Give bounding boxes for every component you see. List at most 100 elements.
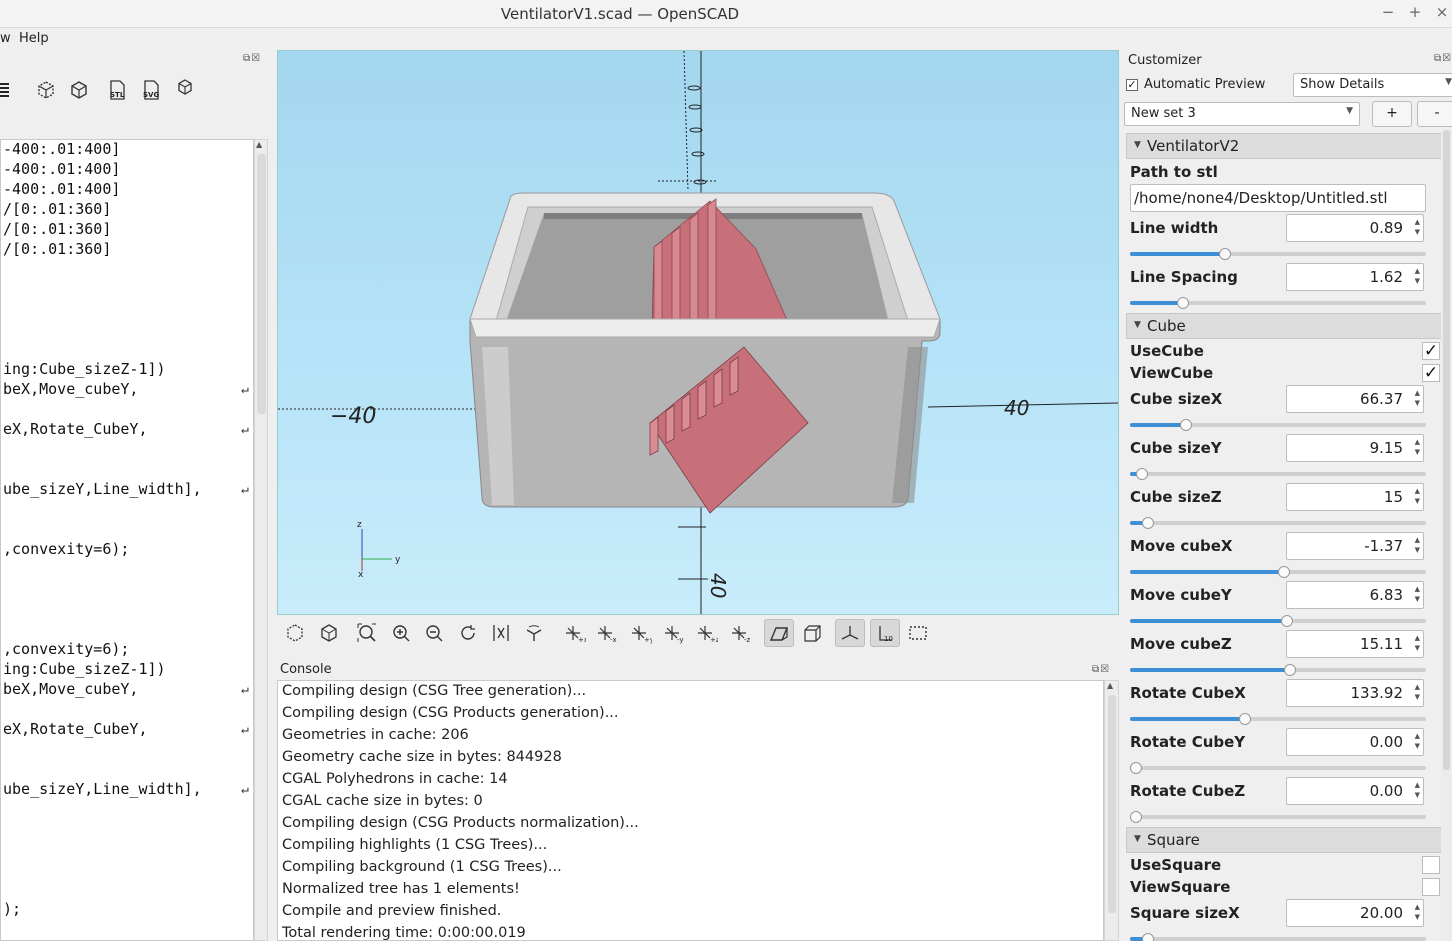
editor-scroll-thumb[interactable] [257,154,266,414]
code-line[interactable]: ing:Cube_sizeZ-1]) [3,360,166,378]
code-line[interactable]: ube_sizeY,Line_width], [3,480,202,498]
auto-preview-checkbox[interactable]: ✓ [1126,78,1138,91]
render-icon[interactable] [317,621,341,645]
rotate-cube-x-slider[interactable] [1130,713,1426,725]
spin-arrows-icon[interactable]: ▲▼ [1414,438,1420,456]
group-cube[interactable]: ▼ Cube [1126,313,1442,339]
slider-handle[interactable] [1141,517,1154,529]
show-axes-icon[interactable] [835,619,865,647]
move-cube-z-slider[interactable] [1130,664,1426,676]
customizer-scroll-thumb[interactable] [1443,130,1450,770]
view-top-icon[interactable]: +z [695,621,719,645]
use-square-checkbox[interactable] [1422,856,1440,874]
spin-arrows-icon[interactable]: ▲▼ [1414,585,1420,603]
code-line[interactable]: /[0:.01:360] [3,200,112,218]
code-line[interactable]: -400:.01:400] [3,180,121,198]
code-line[interactable]: /[0:.01:360] [3,220,112,238]
slider-handle[interactable] [1129,811,1142,823]
line-spacing-spinbox[interactable]: 1.62▲▼ [1286,263,1424,291]
console-dock-icon[interactable]: ⧉☒ [1092,664,1111,675]
show-edges-icon[interactable] [906,621,930,645]
move-cube-x-spinbox[interactable]: -1.37▲▼ [1286,532,1424,560]
maximize-button[interactable]: + [1408,3,1422,21]
editor-scrollbar[interactable]: ▲ [254,139,268,941]
slider-handle[interactable] [1135,468,1148,480]
move-cube-y-spinbox[interactable]: 6.83▲▼ [1286,581,1424,609]
code-line[interactable]: eX,Rotate_CubeY, [3,420,148,438]
code-line[interactable]: ,convexity=6); [3,640,130,658]
use-cube-checkbox[interactable]: ✓ [1422,341,1440,361]
line-spacing-slider[interactable] [1130,297,1426,309]
move-cube-z-spinbox[interactable]: 15.11▲▼ [1286,630,1424,658]
view-right-icon[interactable]: +x [563,621,587,645]
zoom-out-icon[interactable] [422,621,446,645]
spin-arrows-icon[interactable]: ▲▼ [1414,683,1420,701]
cube-size-z-slider[interactable] [1130,517,1426,529]
console-scrollbar[interactable]: ▲ [1104,680,1119,941]
slider-handle[interactable] [1283,664,1296,676]
rotate-cube-y-slider[interactable] [1129,762,1426,774]
3d-viewport[interactable]: −40 40 40 [277,50,1119,615]
view-rotate-icon[interactable] [522,621,546,645]
render-icon[interactable] [67,78,91,102]
details-select[interactable]: Show Details ▼ [1293,73,1452,97]
close-button[interactable]: × [1435,3,1449,21]
group-square[interactable]: ▼ Square [1126,827,1442,853]
slider-handle[interactable] [1277,566,1290,578]
code-line[interactable]: beX,Move_cubeY, [3,380,139,398]
cube-size-z-spinbox[interactable]: 15▲▼ [1286,483,1424,511]
spin-arrows-icon[interactable]: ▲▼ [1414,389,1420,407]
console-output[interactable]: Compiling design (CSG Tree generation)..… [277,680,1104,941]
show-scale-icon[interactable]: 10 [870,619,900,647]
preview-icon[interactable] [34,78,58,102]
scroll-up-icon[interactable]: ▲ [1107,681,1114,690]
view-center-icon[interactable] [489,621,513,645]
slider-handle[interactable] [1180,419,1193,431]
console-scroll-thumb[interactable] [1108,695,1116,913]
view-bottom-icon[interactable]: -z [729,621,753,645]
menu-view[interactable]: w [0,31,11,46]
move-cube-x-slider[interactable] [1130,566,1426,578]
remove-preset-button[interactable]: - [1417,101,1452,127]
menu-help[interactable]: Help [19,31,49,46]
cube-size-x-slider[interactable] [1130,419,1426,431]
code-line[interactable]: -400:.01:400] [3,160,121,178]
slider-handle[interactable] [1129,762,1142,774]
spin-arrows-icon[interactable]: ▲▼ [1414,732,1420,750]
slider-handle[interactable] [1218,248,1231,260]
code-line[interactable]: ube_sizeY,Line_width], [3,780,202,798]
orthogonal-icon[interactable] [800,621,824,645]
indent-icon[interactable] [0,78,16,102]
square-size-x-slider[interactable] [1130,933,1426,941]
spin-arrows-icon[interactable]: ▲▼ [1414,903,1420,921]
slider-handle[interactable] [1239,713,1252,725]
spin-arrows-icon[interactable]: ▲▼ [1414,781,1420,799]
rotate-cube-x-spinbox[interactable]: 133.92▲▼ [1286,679,1424,707]
code-line[interactable]: -400:.01:400] [3,140,121,158]
code-line[interactable]: ); [3,900,22,918]
slider-handle[interactable] [1141,933,1154,941]
preview-icon[interactable] [283,621,307,645]
perspective-icon[interactable] [764,619,794,647]
move-cube-y-slider[interactable] [1130,615,1426,627]
preset-select[interactable]: New set 3 ▼ [1124,102,1360,126]
view-all-icon[interactable] [355,621,379,645]
export-3d-icon[interactable] [173,76,197,100]
group-ventilator[interactable]: ▼ VentilatorV2 [1126,133,1442,159]
view-square-checkbox[interactable] [1422,878,1440,896]
spin-arrows-icon[interactable]: ▲▼ [1414,536,1420,554]
view-back-icon[interactable]: +y [629,621,653,645]
export-svg-icon[interactable]: SVG [139,78,163,102]
rotate-cube-z-spinbox[interactable]: 0.00▲▼ [1286,777,1424,805]
scroll-up-icon[interactable]: ▲ [256,140,263,149]
add-preset-button[interactable]: + [1372,101,1412,127]
cube-size-y-slider[interactable] [1130,468,1426,480]
spin-arrows-icon[interactable]: ▲▼ [1414,634,1420,652]
rotate-cube-y-spinbox[interactable]: 0.00▲▼ [1286,728,1424,756]
cube-size-x-spinbox[interactable]: 66.37▲▼ [1286,385,1424,413]
code-line[interactable]: /[0:.01:360] [3,240,112,258]
path-input[interactable]: /home/none4/Desktop/Untitled.stl [1130,184,1426,212]
export-stl-icon[interactable]: STL [105,78,129,102]
reset-view-icon[interactable] [456,621,480,645]
code-line[interactable]: ,convexity=6); [3,540,130,558]
